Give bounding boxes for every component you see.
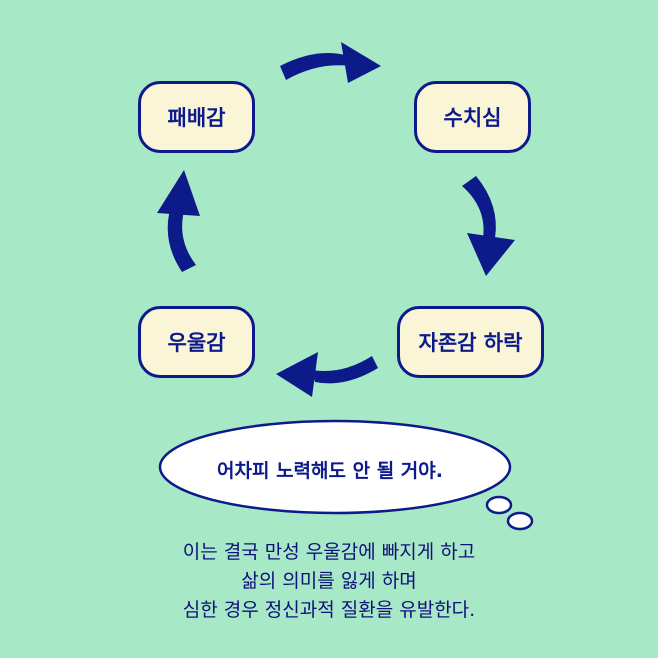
node-self-esteem-label: 자존감 하락: [418, 331, 523, 355]
node-depression-label: 우울감: [167, 331, 226, 355]
node-self-esteem: 자존감 하락: [397, 306, 544, 378]
caption: 이는 결국 만성 우울감에 빠지게 하고 삶의 의미를 잃게 하며 심한 경우 …: [60, 538, 598, 625]
caption-line-3: 심한 경우 정신과적 질환을 유발한다.: [182, 599, 476, 621]
arrow-down-icon: [462, 176, 515, 276]
arrow-left-icon: [276, 352, 378, 397]
speech-bubble-text: 어차피 노력해도 안 될 거야.: [217, 459, 443, 482]
arrow-right-icon: [280, 42, 381, 83]
node-shame-label: 패배감: [167, 106, 226, 130]
node-embarrassment: 수치심: [414, 81, 531, 153]
caption-line-2: 삶의 의미를 잃게 하며: [241, 570, 417, 592]
node-embarrassment-label: 수치심: [443, 106, 502, 130]
node-depression: 우울감: [138, 306, 255, 378]
node-shame: 패배감: [138, 81, 255, 153]
caption-line-1: 이는 결국 만성 우울감에 빠지게 하고: [182, 541, 476, 563]
arrow-up-icon: [157, 170, 200, 272]
